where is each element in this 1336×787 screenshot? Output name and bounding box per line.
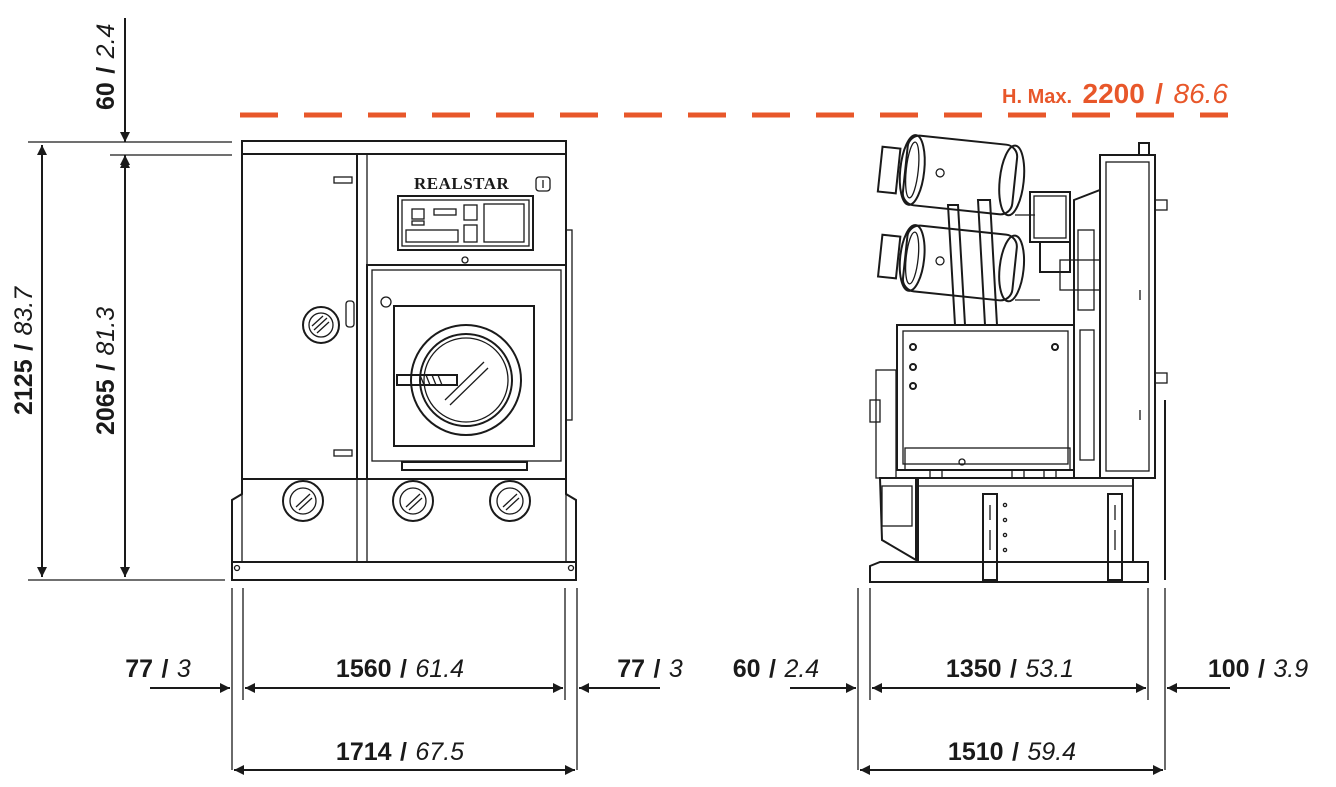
brand-logo: REALSTAR (414, 174, 510, 193)
side-body-depth-label: 1350 / 53.1 (946, 655, 1074, 683)
total-height-label: 2125 / 83.7 (10, 286, 38, 415)
front-total-width-label: 1714 / 67.5 (336, 738, 464, 766)
body-height-label: 2065 / 81.3 (92, 307, 120, 435)
front-body-width-label: 1560 / 61.4 (336, 655, 464, 683)
side-right-margin-label: 100 / 3.9 (1208, 655, 1308, 683)
top-clearance-label: 60 / 2.4 (92, 24, 120, 110)
max-height-mm: 2200 (1083, 78, 1145, 109)
max-height-sep: / (1155, 78, 1163, 109)
side-total-depth-label: 1510 / 59.4 (948, 738, 1076, 766)
max-height-prefix: H. Max. (1002, 86, 1072, 108)
front-left-margin-label: 77 / 3 (125, 655, 191, 683)
side-view-machine (869, 134, 1168, 583)
max-height-label: H. Max. 2200 / 86.6 (1002, 78, 1228, 109)
side-left-margin-label: 60 / 2.4 (733, 655, 819, 683)
max-height-in: 86.6 (1174, 78, 1229, 109)
front-right-margin-label: 77 / 3 (617, 655, 683, 683)
front-view-machine: REALSTAR (231, 140, 577, 581)
